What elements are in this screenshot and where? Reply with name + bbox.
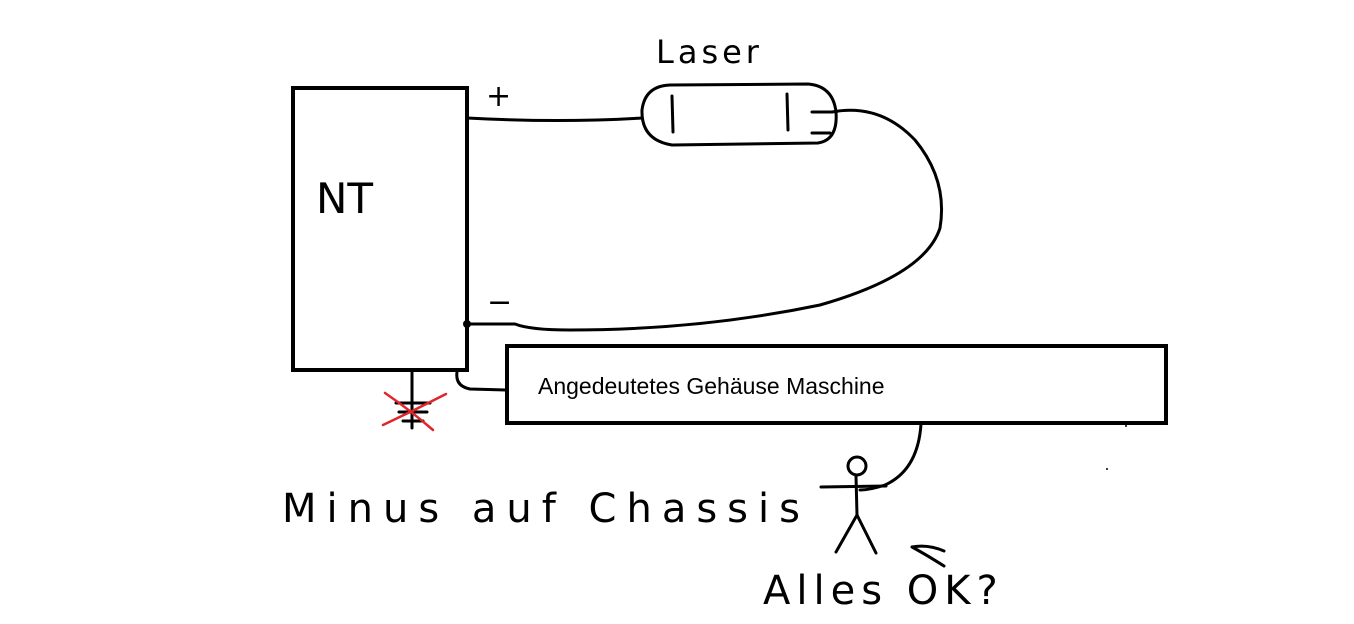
ground-symbol (394, 368, 432, 430)
laser-terminal-left (670, 94, 675, 134)
housing-label: Angedeutetes Gehäuse Maschine (538, 373, 885, 399)
laser-contacts (810, 110, 834, 135)
power-supply-label: NT (316, 174, 373, 223)
chassis-caption: Minus auf Chassis (282, 486, 810, 532)
wire-laser-to-minus (465, 108, 944, 332)
laser-terminal-right (785, 92, 790, 132)
person-figure (819, 455, 888, 555)
laser-label: Laser (656, 33, 763, 71)
power-supply-box (291, 86, 469, 372)
wire-plus-to-laser (465, 116, 644, 122)
strike-cross-icon (381, 391, 448, 432)
stray-dot (1125, 425, 1127, 427)
wire-housing-to-person (858, 422, 923, 492)
arrow-mark-icon (910, 544, 946, 568)
minus-terminal-label: − (487, 285, 512, 320)
question-text: Alles OK? (763, 568, 1004, 614)
machine-housing-box (505, 344, 1168, 425)
stray-dot (1106, 468, 1108, 470)
plus-terminal-label: + (486, 79, 511, 114)
wire-to-housing (455, 370, 508, 392)
minus-junction-dot (463, 320, 471, 328)
laser-body (640, 82, 838, 147)
